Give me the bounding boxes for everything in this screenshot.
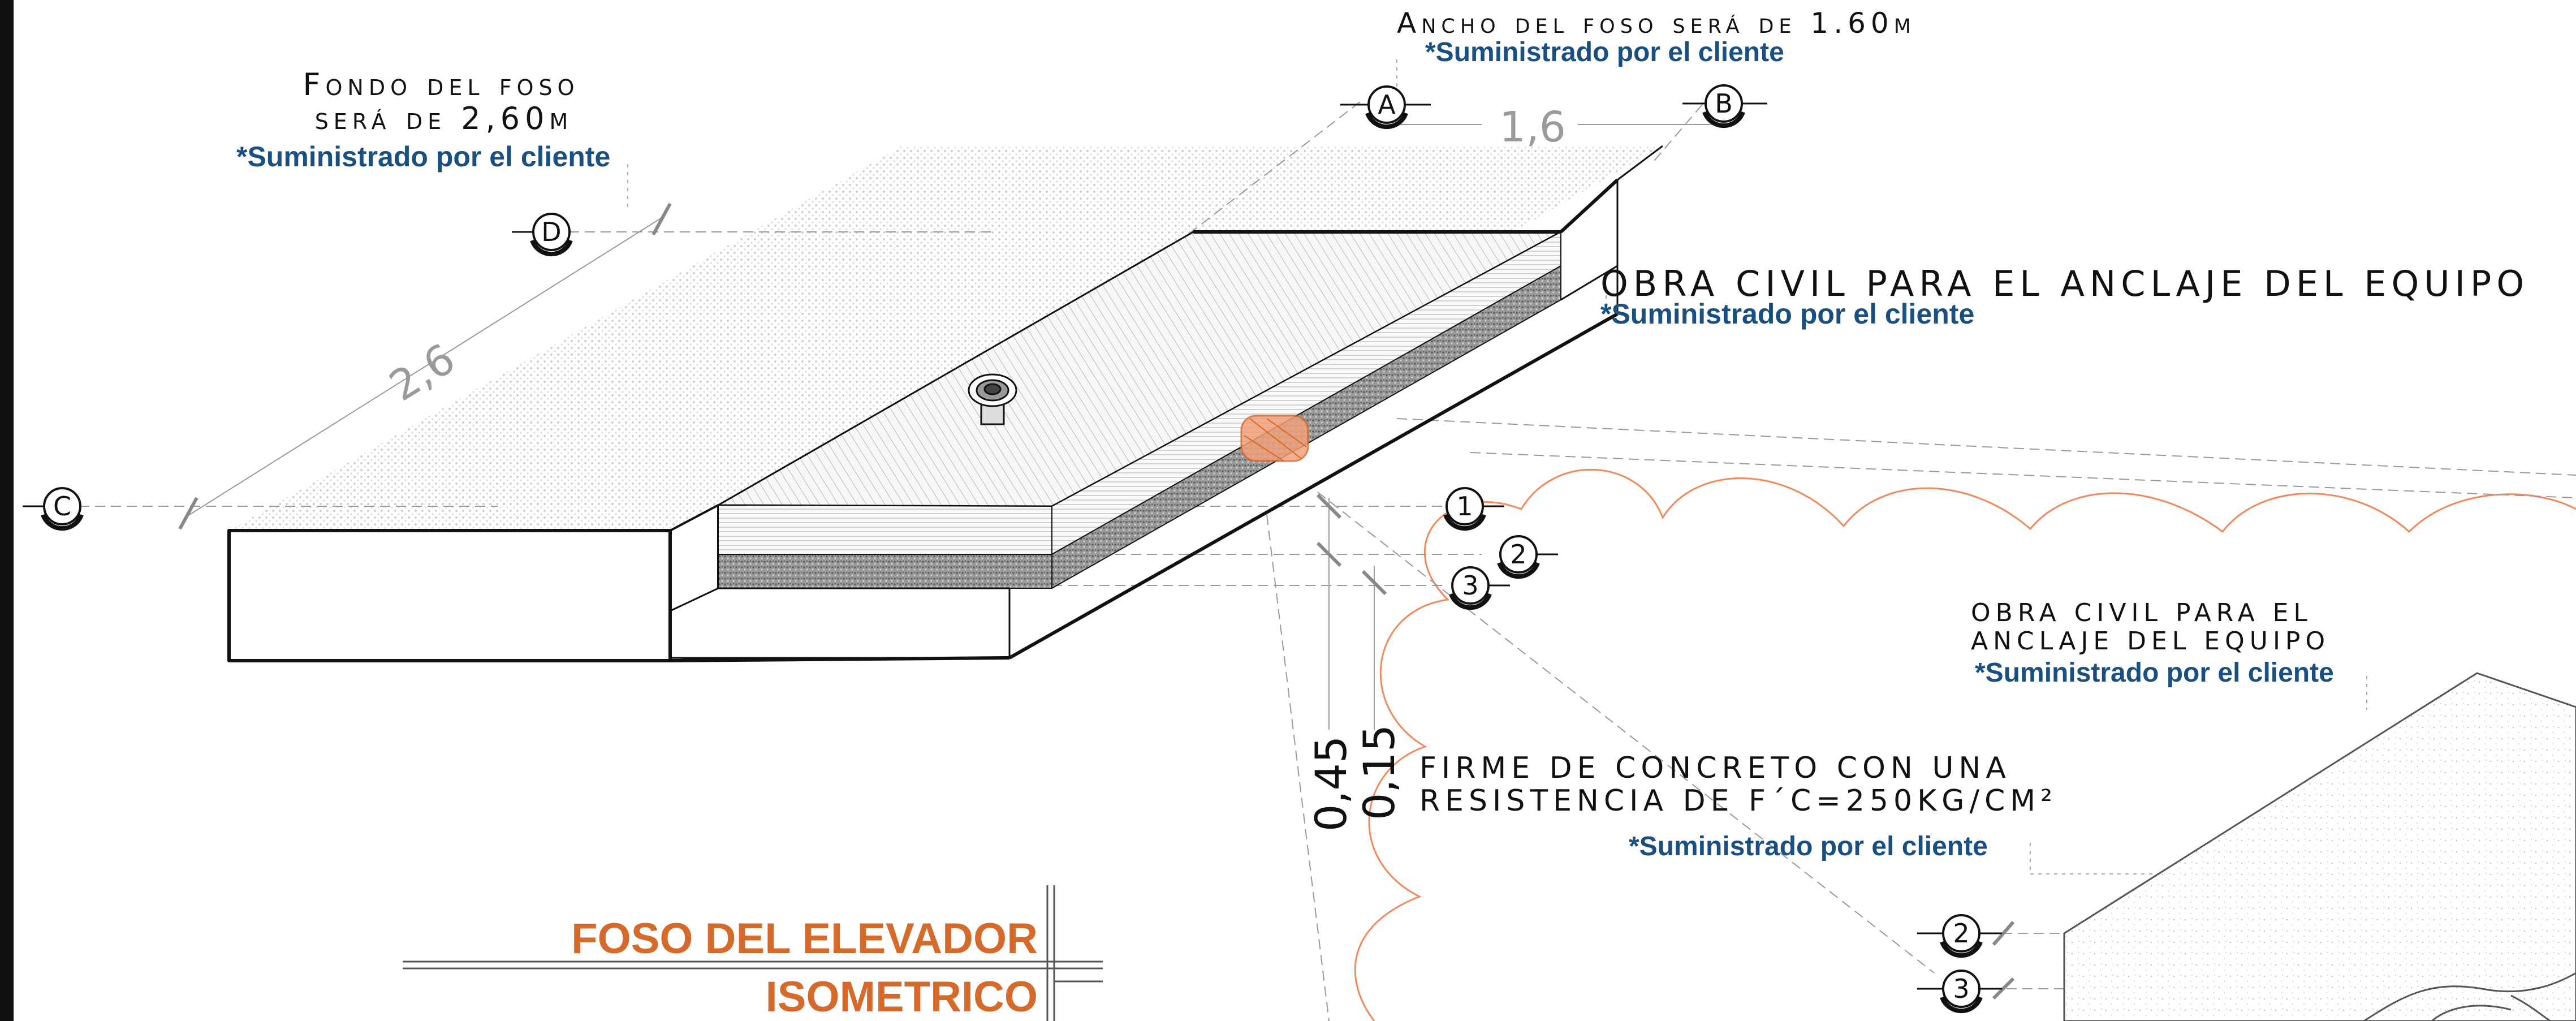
revision-cloud [1354, 468, 2576, 1021]
note-fondo-client: *Suministrado por el cliente [236, 141, 610, 173]
note-fondo-line2: será de 2,60m [315, 101, 573, 136]
svg-text:A: A [1378, 89, 1396, 120]
detail-bubble-2: 2 [1917, 914, 2002, 958]
level-bubble-1: 1 [1443, 487, 1504, 531]
note-ancho-client: *Suministrado por el cliente [1425, 37, 1784, 67]
detail-bubble-3: 3 [1917, 970, 2002, 1014]
dim-height-total: 0,45 [1306, 736, 1356, 832]
note-obra-small-line2: ANCLAJE DEL EQUIPO [1971, 627, 2330, 656]
dim-height-base: 0,15 [1354, 725, 1404, 820]
note-firme-line2: RESISTENCIA DE F´C=250KG/CM² [1419, 784, 2057, 818]
svg-text:C: C [53, 491, 71, 522]
note-firme-line1: FIRME DE CONCRETO CON UNA [1419, 751, 2011, 785]
svg-text:3: 3 [1462, 570, 1478, 601]
svg-text:D: D [541, 217, 561, 247]
note-ancho-title: Ancho del foso será de 1.60m [1397, 7, 1916, 40]
note-obra-main: OBRA CIVIL PARA EL ANCLAJE DEL EQUIPO [1600, 263, 2529, 304]
dim-width: 1,6 [1499, 103, 1566, 152]
grid-bubble-d: D [512, 213, 573, 257]
note-fondo-line1: Fondo del foso [303, 67, 579, 102]
floor-right-edge [1617, 145, 1663, 181]
title-main: FOSO DEL ELEVADOR [571, 915, 1038, 963]
highlight-marker [1240, 415, 1309, 462]
dimension-lines [178, 124, 2015, 1000]
dim-depth: 2,6 [381, 334, 463, 411]
note-firme-client: *Suministrado por el cliente [1629, 832, 1988, 861]
title-block: FOSO DEL ELEVADOR ISOMETRICO [403, 885, 1103, 1021]
leader-lines [627, 59, 2367, 874]
construction-lines [79, 101, 2576, 1021]
level-bubble-2: 2 [1497, 535, 1558, 579]
note-obra-small-client: *Suministrado por el cliente [1975, 658, 2334, 688]
level-bubble-3: 3 [1449, 566, 1510, 610]
grid-bubble-a: A [1340, 85, 1431, 130]
sheet-border [0, 0, 14, 1021]
svg-text:1: 1 [1456, 491, 1473, 522]
note-obra-main-client: *Suministrado por el cliente [1600, 298, 1974, 330]
detail-slab [2063, 672, 2576, 1021]
anchor-bolt-symbol [968, 373, 1017, 425]
title-sub: ISOMETRICO [766, 973, 1038, 1021]
svg-text:2: 2 [1510, 539, 1526, 570]
grid-bubble-c: C [23, 487, 84, 531]
svg-text:2: 2 [1953, 918, 1969, 949]
grid-bubble-b: B [1682, 84, 1767, 128]
svg-text:B: B [1715, 88, 1733, 119]
note-obra-small-line1: OBRA CIVIL PARA EL [1971, 598, 2312, 627]
svg-text:3: 3 [1953, 973, 1969, 1004]
